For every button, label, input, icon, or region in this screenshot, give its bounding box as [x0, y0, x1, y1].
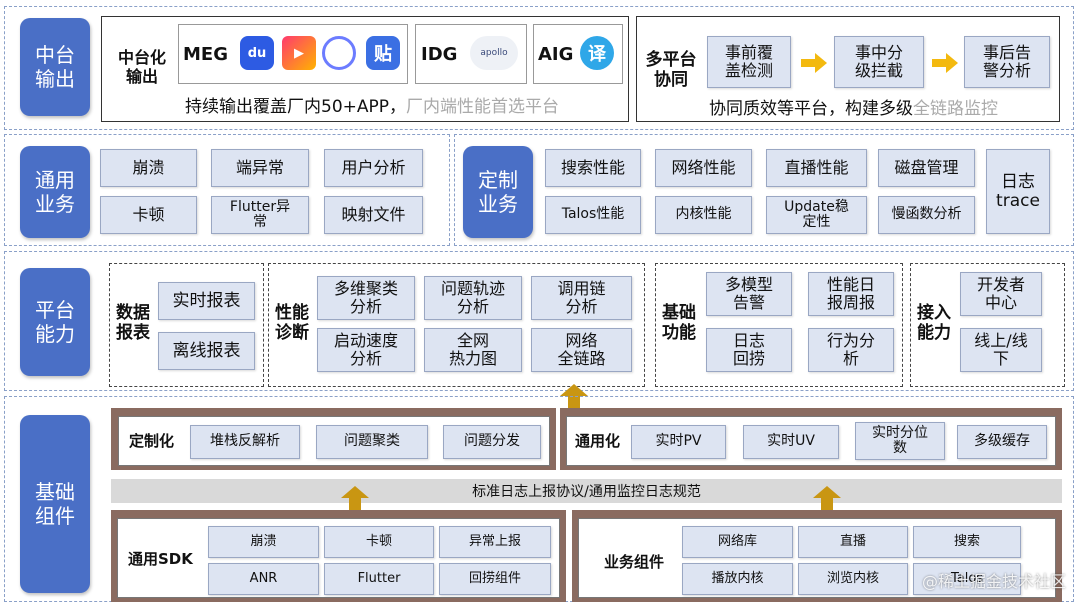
- general-flutter-exception: Flutter异 常: [211, 196, 309, 234]
- perf-callchain-analysis: 调用链 分析: [531, 276, 632, 320]
- duxiaoshi-logo-icon: [322, 36, 356, 70]
- output-subtitle-faded: 厂内端性能首选平台: [406, 97, 560, 117]
- arrow-up-biz: [813, 486, 841, 498]
- row-title-platform-capability: 平台 能力: [20, 268, 90, 376]
- sdk-crash: 崩溃: [208, 526, 319, 558]
- sdk-label: 通用SDK: [128, 550, 193, 568]
- biz-live: 直播: [798, 526, 908, 558]
- haokan-logo-icon: ▶: [282, 36, 316, 70]
- collab-subtitle-faded: 全链路监控: [913, 99, 998, 119]
- basic-multimodel-alert: 多模型 告警: [706, 272, 792, 316]
- basic-function-label: 基础 功能: [662, 303, 696, 344]
- sdk-flutter: Flutter: [324, 563, 434, 595]
- generalization-label: 通用化: [575, 432, 621, 450]
- perf-diagnosis-label: 性能 诊断: [275, 303, 309, 344]
- row-general-business: [4, 134, 450, 246]
- arrow-up-sdk: [341, 486, 369, 498]
- sdk-anr: ANR: [208, 563, 319, 595]
- stack-deobfuscation: 堆栈反解析: [190, 425, 300, 459]
- access-label: 接入 能力: [917, 303, 951, 344]
- aig-label: AIG: [538, 44, 574, 65]
- multilevel-cache: 多级缓存: [957, 425, 1047, 459]
- custom-network-perf: 网络性能: [655, 149, 752, 187]
- biz-player-kernel: 播放内核: [682, 563, 793, 595]
- general-mapping-file: 映射文件: [324, 196, 423, 234]
- row-title-base-components: 基础 组件: [20, 415, 90, 593]
- arrow-up-biz-stem: [821, 498, 833, 510]
- sdk-lag: 卡顿: [324, 526, 434, 558]
- sdk-exception-report: 异常上报: [439, 526, 551, 558]
- custom-disk-mgmt: 磁盘管理: [878, 149, 975, 187]
- protocol-bar: 标准日志上报协议/通用监控日志规范: [111, 479, 1062, 503]
- arrow-up-sdk-stem: [349, 498, 361, 510]
- custom-update-stability: Update稳 定性: [766, 196, 867, 234]
- custom-live-perf: 直播性能: [766, 149, 867, 187]
- basic-log-retrieve: 日志 回捞: [706, 328, 792, 372]
- row-title-general-business: 通用 业务: [20, 146, 90, 238]
- custom-kernel-perf: 内核性能: [655, 196, 752, 234]
- row-title-middle-platform: 中台 输出: [20, 18, 90, 116]
- biz-talos: Talos: [913, 563, 1021, 595]
- realtime-percentile: 实时分位 数: [855, 422, 945, 460]
- baidu-logo-icon: du: [240, 36, 274, 70]
- realtime-uv: 实时UV: [743, 425, 839, 459]
- offline-report: 离线报表: [158, 332, 255, 370]
- translate-logo-icon: 译: [580, 36, 614, 70]
- realtime-pv: 实时PV: [631, 425, 726, 459]
- perf-trace-analysis: 问题轨迹 分析: [424, 276, 522, 320]
- basic-behavior-analysis: 行为分 析: [808, 328, 894, 372]
- row-custom-business: [454, 134, 1074, 246]
- biz-label: 业务组件: [604, 553, 665, 571]
- data-report-label: 数据 报表: [116, 303, 150, 344]
- idg-label: IDG: [421, 44, 458, 65]
- collab-label: 多平台 协同: [645, 50, 697, 91]
- general-crash: 崩溃: [100, 149, 197, 187]
- row-middle-platform-output: [4, 6, 1074, 130]
- output-subtitle-main: 持续输出覆盖厂内50+APP，: [185, 97, 407, 117]
- custom-talos-perf: Talos性能: [545, 196, 641, 234]
- general-lag: 卡顿: [100, 196, 197, 234]
- biz-search: 搜索: [913, 526, 1021, 558]
- flow-arrow-1-stem: [801, 59, 815, 67]
- arrow-up-to-platform-stem: [568, 396, 580, 408]
- flow-step-pre: 事前覆 盖检测: [707, 36, 791, 88]
- custom-log-trace: 日志 trace: [986, 149, 1050, 234]
- perf-cluster-analysis: 多维聚类 分析: [317, 276, 415, 320]
- collab-subtitle-main: 协同质效等平台，构建多级: [709, 99, 913, 119]
- flow-arrow-2-stem: [932, 59, 946, 67]
- row-platform-capability: [4, 251, 1074, 391]
- custom-slow-function: 慢函数分析: [878, 196, 975, 234]
- general-exception: 端异常: [211, 149, 309, 187]
- sdk-retrieve-component: 回捞组件: [439, 563, 551, 595]
- biz-browser-kernel: 浏览内核: [798, 563, 908, 595]
- issue-clustering: 问题聚类: [316, 425, 428, 459]
- meg-label: MEG: [183, 44, 228, 65]
- perf-startup-analysis: 启动速度 分析: [317, 328, 415, 372]
- apollo-logo-icon: apollo: [470, 36, 518, 70]
- general-user-analysis: 用户分析: [324, 149, 423, 187]
- watermark: @稀土掘金技术社区: [921, 572, 1066, 591]
- access-online-offline: 线上/线 下: [960, 328, 1042, 372]
- perf-network-fullchain: 网络 全链路: [531, 328, 632, 372]
- issue-dispatch: 问题分发: [443, 425, 541, 459]
- output-subtitle: 持续输出覆盖厂内50+APP，厂内端性能首选平台: [185, 92, 559, 117]
- basic-perf-report: 性能日 报周报: [808, 272, 894, 316]
- realtime-report: 实时报表: [158, 282, 255, 320]
- access-dev-center: 开发者 中心: [960, 272, 1042, 316]
- collab-subtitle: 协同质效等平台，构建多级全链路监控: [709, 94, 998, 119]
- flow-arrow-1: [815, 53, 827, 73]
- customization-label: 定制化: [129, 432, 175, 450]
- flow-step-post: 事后告 警分析: [964, 36, 1050, 88]
- flow-step-mid: 事中分 级拦截: [834, 36, 924, 88]
- arrow-up-to-platform: [560, 384, 588, 396]
- custom-search-perf: 搜索性能: [545, 149, 641, 187]
- flow-arrow-2: [946, 53, 958, 73]
- tieba-logo-icon: 贴: [366, 36, 400, 70]
- perf-heatmap: 全网 热力图: [424, 328, 522, 372]
- output-label: 中台化 输出: [117, 48, 166, 87]
- biz-network-lib: 网络库: [682, 526, 793, 558]
- row-title-custom-business: 定制 业务: [463, 146, 533, 238]
